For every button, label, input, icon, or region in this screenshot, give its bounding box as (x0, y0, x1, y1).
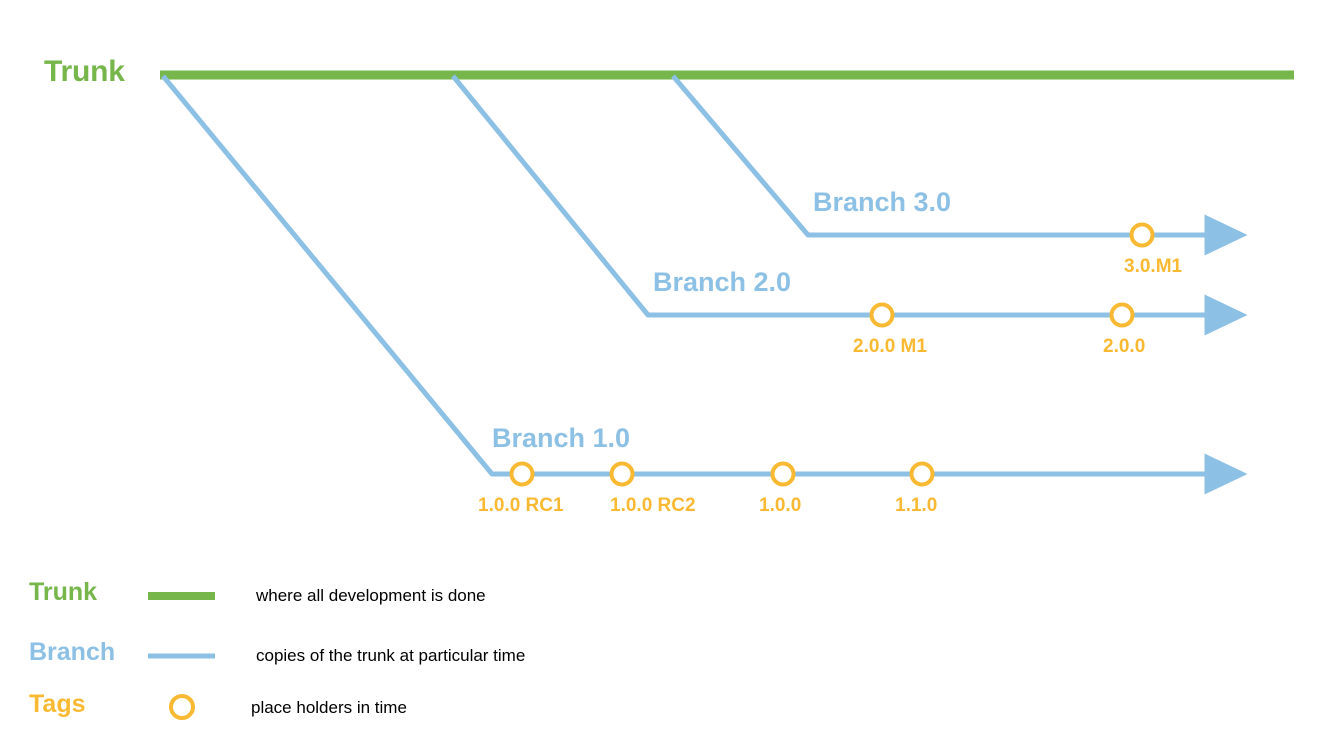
tag-marker-2-0-0-m1[interactable] (869, 302, 895, 328)
legend-tag-swatch (169, 694, 195, 720)
branch-2-label: Branch 2.0 (653, 267, 792, 297)
legend-desc-branch: copies of the trunk at particular time (256, 646, 526, 665)
tag-marker-3-0-m1[interactable] (1129, 222, 1155, 248)
branch-3-path (671, 74, 1248, 256)
branch-1-path (161, 74, 1248, 495)
trunk-label: Trunk (44, 55, 125, 88)
branch-2-path (451, 74, 1248, 336)
tag-label-1-0-0-rc2: 1.0.0 RC2 (610, 495, 696, 516)
legend-key-tags: Tags (29, 690, 86, 718)
tag-label-1-0-0-rc1: 1.0.0 RC1 (478, 495, 564, 516)
tag-marker-1-1-0[interactable] (909, 461, 935, 487)
tag-marker-2-0-0[interactable] (1109, 302, 1135, 328)
tag-marker-1-0-0-rc1[interactable] (509, 461, 535, 487)
tag-marker-1-0-0[interactable] (770, 461, 796, 487)
legend-desc-tags: place holders in time (251, 698, 407, 717)
branch-1-label: Branch 1.0 (492, 423, 631, 453)
legend-key-branch: Branch (29, 638, 116, 666)
tag-label-3-0-m1: 3.0.M1 (1124, 256, 1183, 277)
tag-label-2-0-0-m1: 2.0.0 M1 (853, 336, 927, 357)
tag-label-1-1-0: 1.1.0 (895, 495, 938, 516)
legend-desc-trunk: where all development is done (256, 586, 486, 605)
tag-marker-1-0-0-rc2[interactable] (609, 461, 635, 487)
branch-3-label: Branch 3.0 (813, 187, 952, 217)
tag-label-1-0-0: 1.0.0 (759, 495, 802, 516)
legend-key-trunk: Trunk (29, 578, 98, 606)
tag-label-2-0-0: 2.0.0 (1103, 336, 1146, 357)
